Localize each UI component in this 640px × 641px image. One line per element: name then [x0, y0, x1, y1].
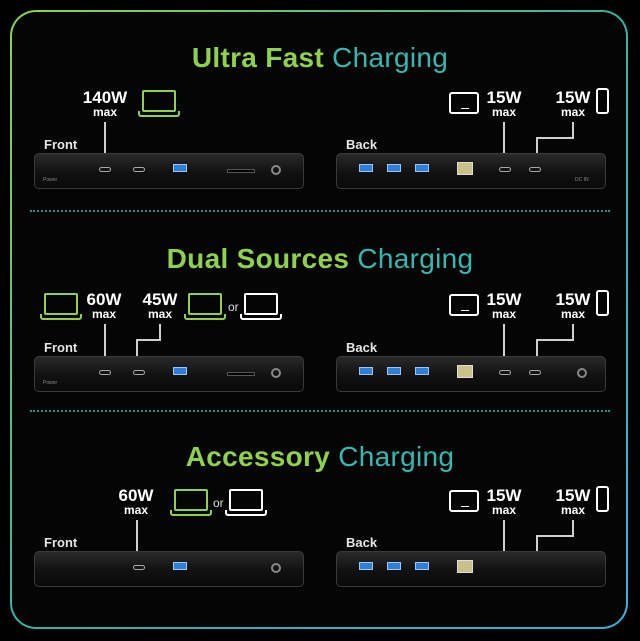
dock-back	[336, 551, 606, 587]
usb-a-port	[173, 367, 187, 375]
connector-line	[136, 520, 138, 552]
audio-jack	[271, 165, 281, 175]
dock-front: Power	[34, 153, 304, 189]
usbc-port	[133, 370, 145, 375]
usbc-port	[529, 167, 541, 172]
phone-icon	[596, 88, 609, 114]
heading-accessory: Accessory Charging	[0, 441, 640, 473]
connector-line	[572, 324, 574, 340]
connector-line	[536, 535, 574, 537]
audio-jack	[271, 563, 281, 573]
usb-a-port	[415, 164, 429, 172]
front-label: Front	[44, 535, 78, 550]
connector-line	[503, 520, 505, 552]
connector-line	[104, 122, 106, 156]
connector-line	[536, 339, 538, 358]
laptop-icon	[40, 293, 82, 320]
laptop-icon	[225, 489, 267, 516]
usb-a-port	[359, 562, 373, 570]
usb-a-port	[387, 562, 401, 570]
sd-slot	[227, 372, 255, 376]
connector-line	[572, 520, 574, 536]
audio-jack	[271, 368, 281, 378]
ethernet-port	[457, 560, 473, 573]
outer-frame	[10, 10, 628, 629]
connector-line	[536, 137, 538, 156]
port-label: Power	[43, 177, 58, 183]
usb-a-port	[415, 562, 429, 570]
laptop-icon	[240, 293, 282, 320]
connector-line	[572, 122, 574, 138]
connector-line	[503, 122, 505, 156]
connector-line	[159, 324, 161, 340]
dock-front	[34, 551, 304, 587]
connector-line	[536, 137, 574, 139]
usb-a-port	[387, 164, 401, 172]
back-label: Back	[346, 535, 378, 550]
connector-line	[136, 339, 161, 341]
tablet-icon	[449, 294, 479, 316]
usbc-port	[499, 167, 511, 172]
usb-a-port	[359, 367, 373, 375]
or-text: or	[228, 300, 239, 314]
usbc-port	[529, 370, 541, 375]
heading-bold: Dual Sources	[166, 243, 350, 274]
laptop-icon	[170, 489, 212, 516]
usb-a-port	[359, 164, 373, 172]
heading-bold: Ultra Fast	[191, 42, 325, 73]
section-divider	[30, 210, 610, 212]
phone-icon	[596, 486, 609, 512]
port-label: Power	[43, 380, 58, 386]
heading-normal: Charging	[332, 42, 449, 73]
phone-icon	[596, 290, 609, 316]
port-label: DC IN	[575, 177, 589, 183]
usb-a-port	[173, 562, 187, 570]
or-text: or	[213, 496, 224, 510]
connector-line	[503, 324, 505, 358]
sd-slot	[227, 169, 255, 173]
usbc-port	[99, 370, 111, 375]
connector-line	[104, 324, 106, 358]
usbc-port	[499, 370, 511, 375]
usb-a-port	[387, 367, 401, 375]
tablet-icon	[449, 490, 479, 512]
heading-normal: Charging	[357, 243, 474, 274]
dock-back	[336, 356, 606, 392]
usbc-port	[133, 565, 145, 570]
ethernet-port	[457, 162, 473, 175]
back-label: Back	[346, 340, 378, 355]
usbc-port	[133, 167, 145, 172]
connector-line	[536, 535, 538, 552]
usb-a-port	[173, 164, 187, 172]
laptop-icon	[184, 293, 226, 320]
dock-front: Power	[34, 356, 304, 392]
heading-normal: Charging	[338, 441, 455, 472]
front-label: Front	[44, 340, 78, 355]
connector-line	[136, 339, 138, 358]
dock-back: DC IN	[336, 153, 606, 189]
heading-ultra-fast: Ultra Fast Charging	[0, 42, 640, 74]
usb-a-port	[415, 367, 429, 375]
connector-line	[536, 339, 574, 341]
heading-dual-sources: Dual Sources Charging	[0, 243, 640, 275]
tablet-icon	[449, 92, 479, 114]
section-divider	[30, 410, 610, 412]
usbc-port	[99, 167, 111, 172]
ethernet-port	[457, 365, 473, 378]
heading-bold: Accessory	[185, 441, 331, 472]
laptop-icon	[138, 90, 180, 117]
dc-jack	[577, 368, 587, 378]
front-label: Front	[44, 137, 78, 152]
back-label: Back	[346, 137, 378, 152]
